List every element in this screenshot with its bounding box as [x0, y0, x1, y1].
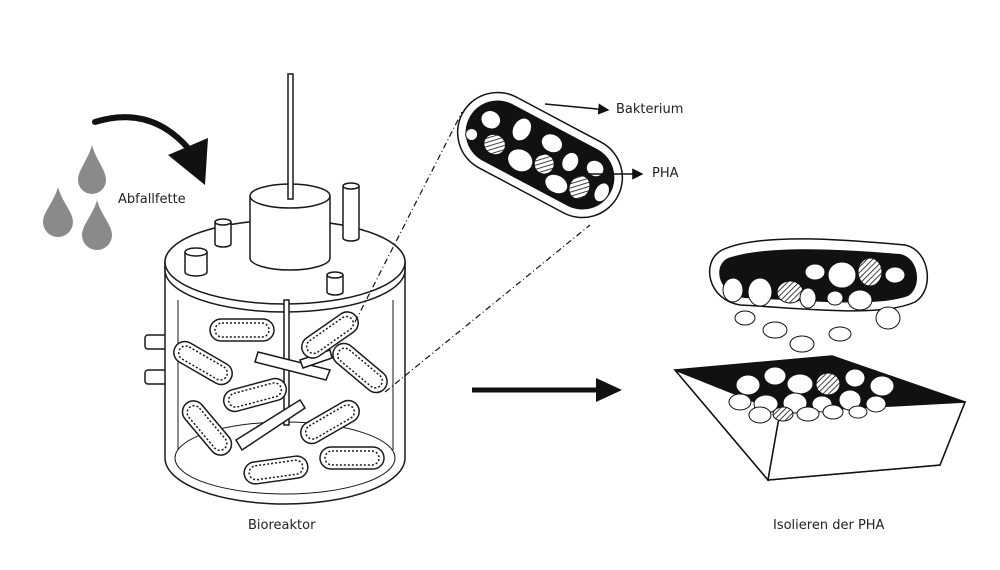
bacterium-enlarged [456, 91, 624, 219]
bioreactor [144, 73, 406, 505]
lysed-bacterium [708, 238, 929, 353]
feed-arrow [92, 114, 208, 185]
droplet-icon [43, 187, 73, 237]
label-bioreactor: Bioreaktor [248, 518, 316, 533]
label-pointers [544, 103, 644, 180]
droplet-icon [78, 145, 106, 194]
waste-fat-droplets [43, 145, 112, 250]
label-bacterium: Bakterium [616, 102, 684, 117]
isolation-tray [673, 355, 967, 482]
droplet-icon [82, 200, 112, 250]
label-waste-fats: Abfallfette [118, 192, 186, 207]
label-pha: PHA [652, 166, 679, 181]
label-isolation: Isolieren der PHA [773, 518, 885, 533]
reactor-bacteria [173, 311, 388, 485]
zoom-lines [354, 111, 591, 393]
process-arrow [472, 378, 622, 402]
